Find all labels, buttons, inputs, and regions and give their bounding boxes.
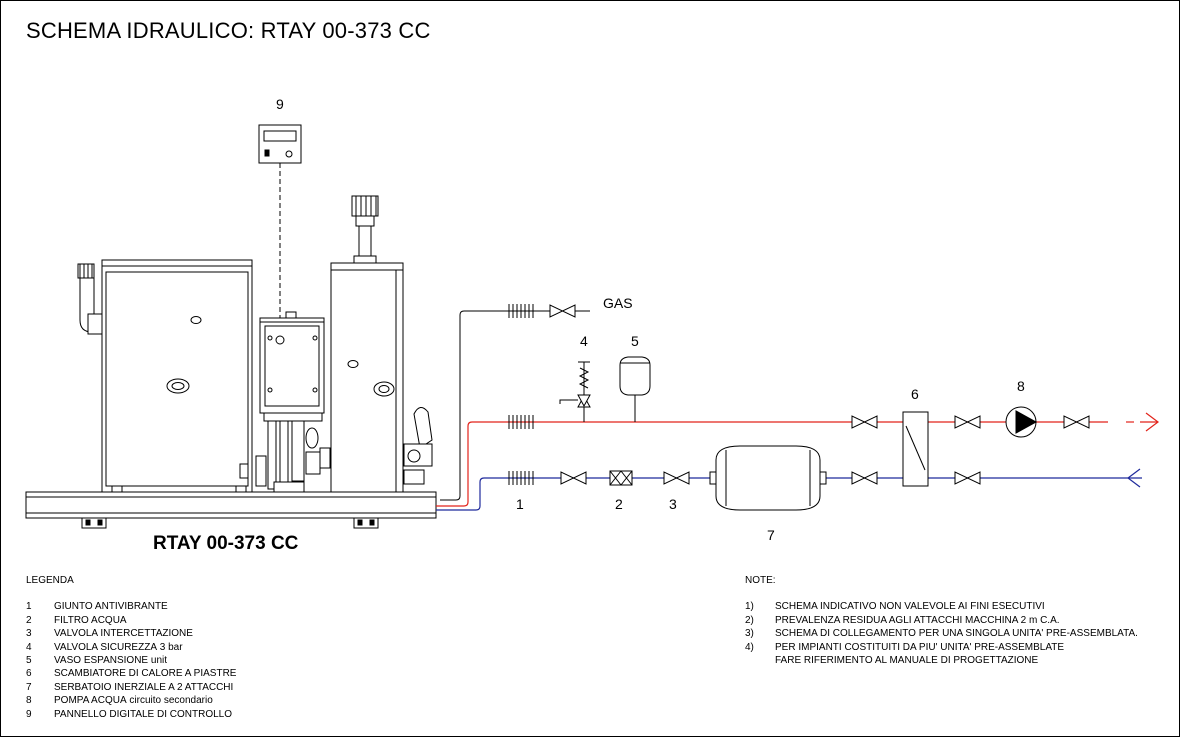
label-gas: GAS bbox=[603, 295, 633, 311]
antivibration-joint bbox=[508, 471, 534, 485]
shutoff-valve bbox=[663, 471, 690, 485]
label-5: 5 bbox=[631, 333, 639, 349]
label-9: 9 bbox=[276, 96, 284, 112]
legend-title: LEGENDA bbox=[26, 575, 74, 586]
label-2: 2 bbox=[615, 496, 623, 512]
page-title: SCHEMA IDRAULICO: RTAY 00-373 CC bbox=[26, 18, 431, 43]
supply-antivibration-joint bbox=[508, 415, 534, 429]
note-item: 3)SCHEMA DI COLLEGAMENTO PER UNA SINGOLA… bbox=[745, 628, 1138, 640]
label-6: 6 bbox=[911, 386, 919, 402]
plate-heat-exchanger bbox=[902, 411, 929, 487]
unit-right-module bbox=[330, 195, 433, 493]
unit-model-label: RTAY 00-373 CC bbox=[153, 533, 299, 554]
gas-valve bbox=[549, 304, 576, 318]
return-valve-3 bbox=[954, 471, 981, 485]
gas-antivibration-joint bbox=[508, 304, 534, 318]
supply-line bbox=[436, 412, 1159, 507]
label-8: 8 bbox=[1017, 378, 1025, 394]
return-valve-2 bbox=[851, 471, 878, 485]
circulation-pump bbox=[1005, 406, 1038, 438]
notes-title: NOTE: bbox=[745, 575, 776, 586]
label-1: 1 bbox=[516, 496, 524, 512]
note-item: 4)PER IMPIANTI COSTITUITI DA PIU' UNITA'… bbox=[745, 641, 1065, 653]
note-item: 2)PREVALENZA RESIDUA AGLI ATTACCHI MACCH… bbox=[745, 614, 1060, 626]
supply-valve-3 bbox=[1063, 415, 1090, 429]
digital-control-panel bbox=[258, 124, 302, 318]
supply-valve-1 bbox=[851, 415, 878, 429]
notes: NOTE: 1)SCHEMA INDICATIVO NON VALEVOLE A… bbox=[745, 574, 1138, 667]
inertial-tank bbox=[709, 445, 827, 511]
water-filter bbox=[609, 470, 633, 486]
unit-base-frame bbox=[25, 491, 437, 529]
expansion-vessel bbox=[619, 356, 651, 422]
label-3: 3 bbox=[669, 496, 677, 512]
note-item: FARE RIFERIMENTO AL MANUALE DI PROGETTAZ… bbox=[775, 655, 1039, 667]
label-7: 7 bbox=[767, 527, 775, 543]
return-inlet-arrow bbox=[1127, 468, 1141, 488]
note-item: 1)SCHEMA INDICATIVO NON VALEVOLE AI FINI… bbox=[745, 601, 1045, 613]
unit-middle-module bbox=[255, 311, 331, 493]
safety-valve bbox=[559, 361, 591, 422]
gas-line bbox=[440, 304, 590, 501]
return-line bbox=[436, 468, 1142, 511]
return-valve-1 bbox=[560, 471, 587, 485]
label-4: 4 bbox=[580, 333, 588, 349]
unit-left-module bbox=[77, 259, 253, 493]
supply-valve-2 bbox=[954, 415, 981, 429]
supply-outlet-arrow bbox=[1145, 412, 1159, 432]
